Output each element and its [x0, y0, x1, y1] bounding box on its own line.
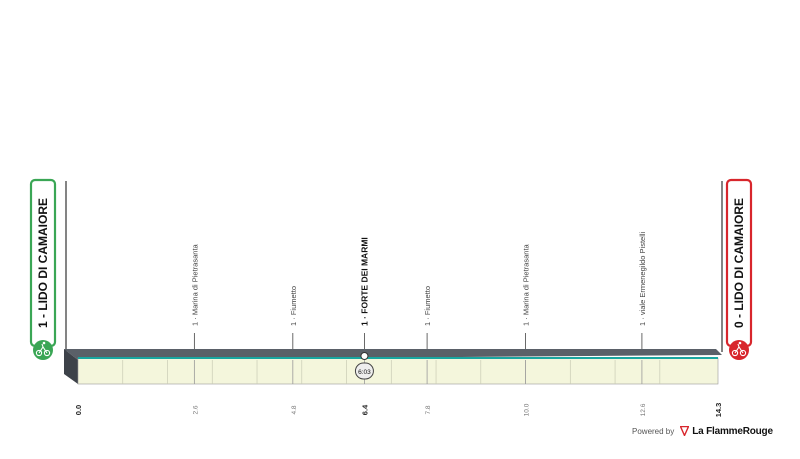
route-point-label: 1 · FORTE DEI MARMI — [359, 237, 369, 326]
cyclist-icon — [729, 340, 749, 360]
powered-by-label: Powered by — [632, 426, 675, 436]
finish-marker: 0 - LIDO DI CAMAIORE — [721, 178, 753, 360]
km-label: 4.8 — [291, 405, 298, 414]
km-label: 10.0 — [524, 403, 531, 416]
km-label: 2.6 — [192, 405, 199, 414]
checkpoint-dot — [360, 352, 369, 360]
route-point: 1 · Marina di Pietrasanta — [190, 243, 199, 384]
route-points: 1 · Marina di Pietrasanta 1 · Fiumetto 1 ·… — [190, 231, 647, 384]
finish-label: 0 - LIDO DI CAMAIORE — [732, 198, 746, 328]
km-label: 0.0 — [74, 405, 83, 415]
checkpoint-badge — [354, 362, 374, 380]
checkpoint-time: 6:03 — [358, 369, 371, 376]
flag-icon — [680, 426, 690, 436]
rider — [38, 343, 48, 354]
km-label: 7.8 — [425, 405, 432, 414]
cyclist-icon — [33, 340, 53, 360]
route-point: 1 · Fiumetto — [289, 286, 298, 384]
wheel-rear — [35, 349, 43, 357]
elevation-profile — [64, 349, 722, 385]
time-checkpoint: 6:03 — [354, 352, 374, 380]
brand-logo[interactable]: La FlammeRouge — [680, 426, 773, 437]
route-point: 1 · viale Ermenegildo Pistelli — [638, 231, 647, 384]
rider-head — [42, 341, 46, 345]
wheel-front — [739, 349, 747, 357]
wheel-rear — [731, 349, 739, 357]
route-point-label: 1 · Fiumetto — [423, 286, 432, 326]
km-markers: 0.0 2.6 4.8 6.4 7.8 10.0 12.6 14.3 — [74, 403, 723, 418]
rider — [734, 343, 744, 354]
rider-head — [738, 341, 742, 345]
start-marker: 1 - LIDO DI CAMAIORE — [29, 178, 67, 360]
route-point-label: 1 · Marina di Pietrasanta — [522, 243, 531, 326]
profile-side — [64, 349, 78, 384]
km-label: 14.3 — [714, 403, 723, 418]
route-point-label: 1 · Marina di Pietrasanta — [190, 243, 199, 326]
wheel-front — [43, 349, 51, 357]
route-point-label: 1 · Fiumetto — [289, 286, 298, 326]
km-label: 12.6 — [640, 403, 647, 416]
profile-fill — [77, 357, 719, 385]
route-point: 1 · Marina di Pietrasanta — [522, 243, 531, 384]
km-label: 6.4 — [360, 404, 369, 415]
brand-name: La FlammeRouge — [692, 425, 773, 437]
start-label: 1 - LIDO DI CAMAIORE — [36, 198, 50, 328]
route-point-label: 1 · viale Ermenegildo Pistelli — [638, 231, 647, 326]
powered-by-footer: Powered by La FlammeRouge — [632, 422, 773, 440]
route-point: 1 · Fiumetto — [423, 286, 432, 384]
